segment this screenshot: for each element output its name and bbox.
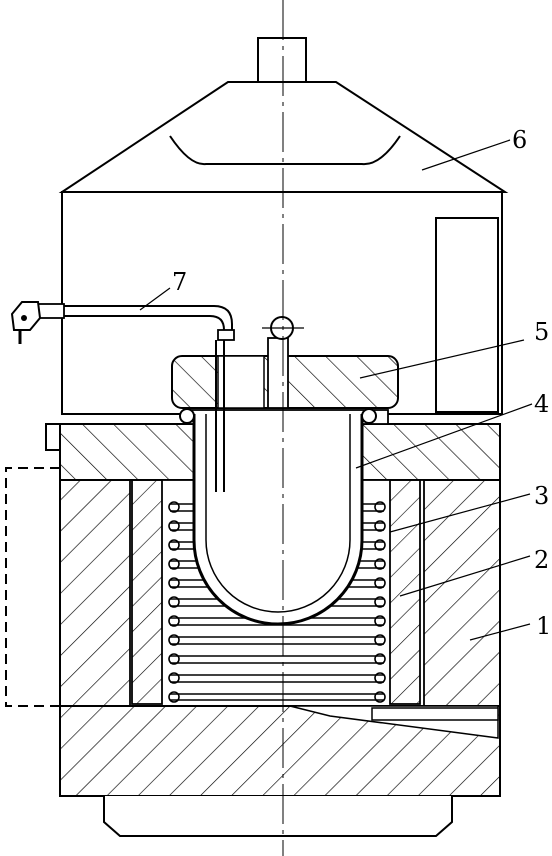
dashed-connection (5, 467, 60, 707)
label-5: 5 (534, 318, 549, 346)
thermocouple (10, 301, 235, 492)
label-1: 1 (536, 612, 551, 640)
label-6: 6 (512, 126, 527, 154)
base (59, 705, 501, 837)
lid (171, 316, 399, 409)
label-7: 7 (172, 268, 187, 296)
label-3: 3 (534, 482, 549, 510)
label-2: 2 (534, 546, 549, 574)
leader-lines (139, 139, 533, 641)
crucible (179, 408, 377, 626)
label-4: 4 (534, 390, 549, 418)
